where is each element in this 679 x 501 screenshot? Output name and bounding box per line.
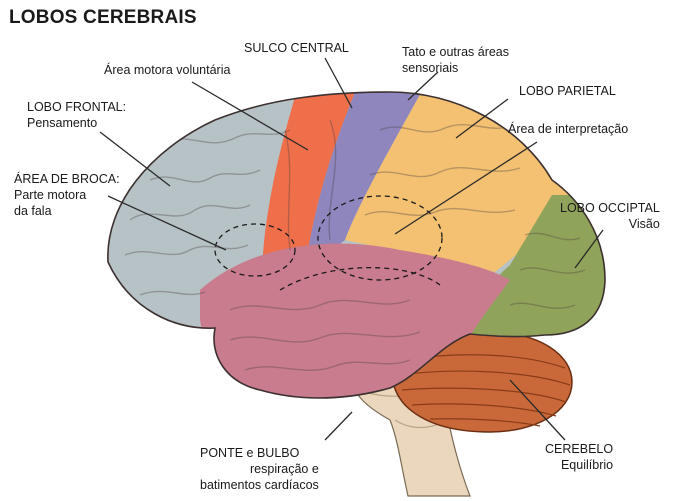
label-lobo-frontal: LOBO FRONTAL: Pensamento: [27, 99, 126, 131]
label-area-motora: Área motora voluntária: [104, 62, 230, 78]
diagram-title: LOBOS CEREBRAIS: [9, 7, 197, 29]
label-tato: Tato e outras áreas sensoriais: [402, 44, 509, 76]
label-area-broca: ÁREA DE BROCA: Parte motora da fala: [14, 171, 120, 219]
label-cerebelo: CEREBELO Equilíbrio: [545, 441, 613, 473]
label-area-interpretacao: Área de interpretação: [508, 121, 628, 137]
label-sulco-central: SULCO CENTRAL: [244, 40, 349, 56]
label-lobo-parietal: LOBO PARIETAL: [519, 83, 616, 99]
label-lobo-occipital: LOBO OCCIPTAL Visão: [560, 200, 660, 232]
label-ponte-bulbo: PONTE e BULBO respiração e batimentos ca…: [200, 445, 319, 493]
